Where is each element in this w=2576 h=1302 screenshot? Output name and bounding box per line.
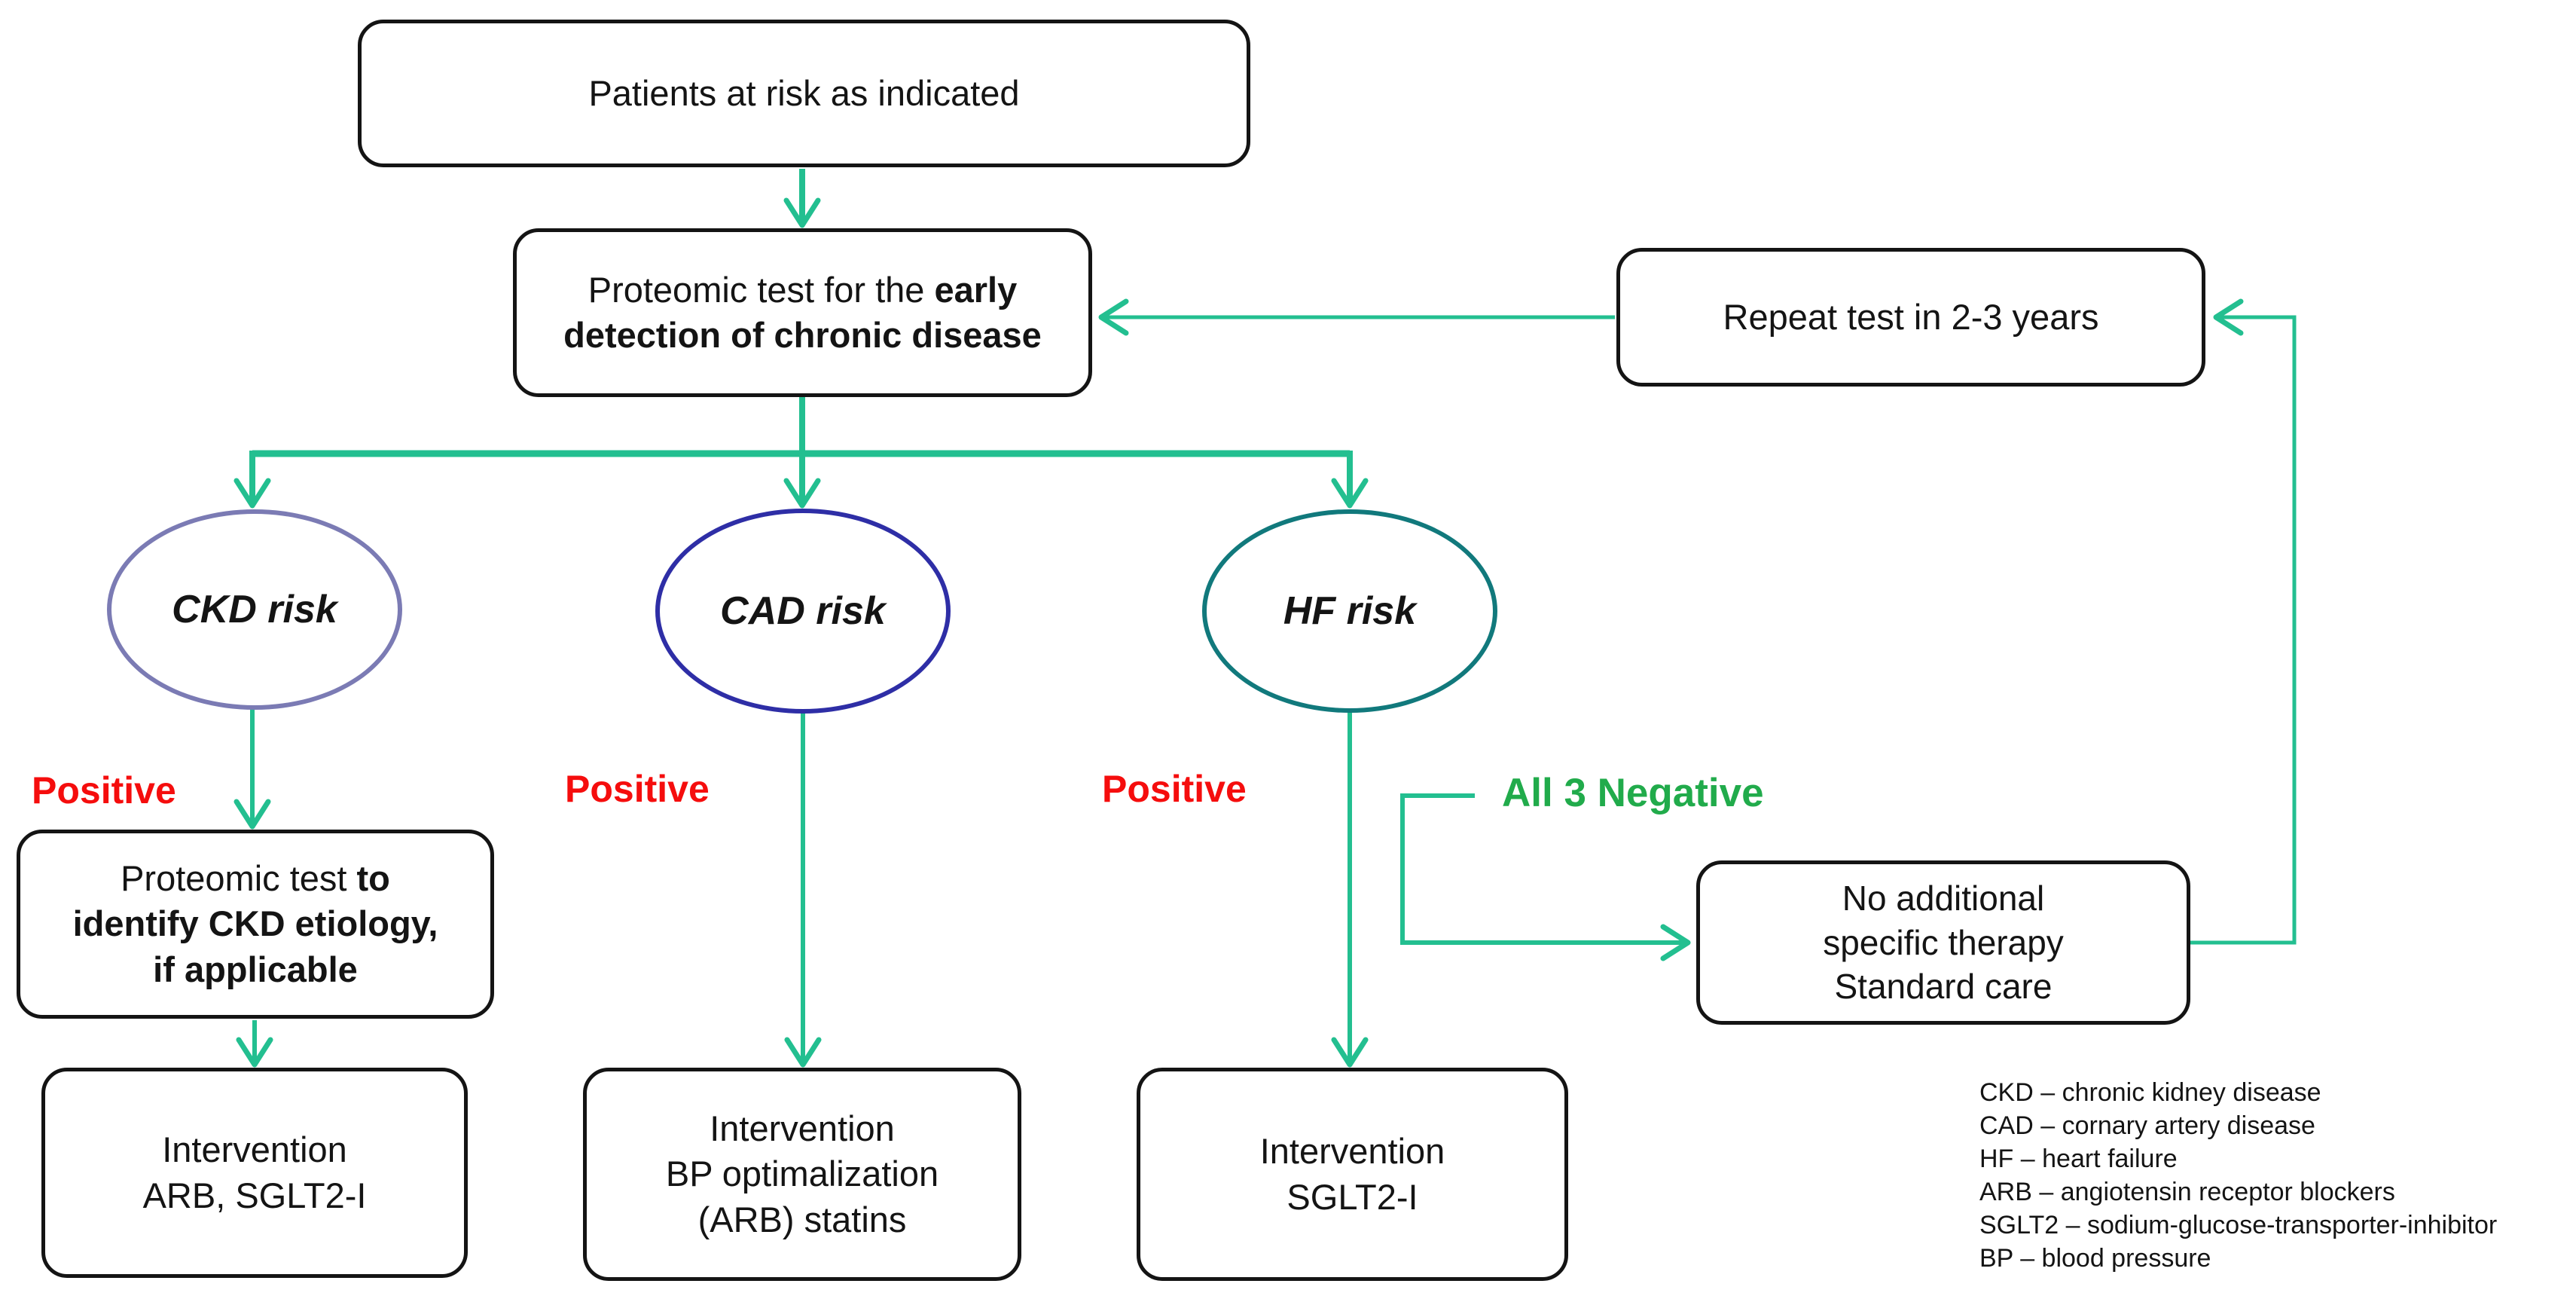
node-cad-label: CAD risk (720, 588, 886, 633)
node-repeat-label: Repeat test in 2-3 years (1723, 296, 2099, 337)
node-proteomic-label: Proteomic test for the early detection o… (550, 267, 1055, 358)
node-ckd-label: CKD risk (172, 587, 337, 631)
arrowhead-intervention-cad-top-icon (784, 1037, 822, 1068)
label-all-3-negative: All 3 Negative (1502, 771, 1764, 815)
arrowhead-ckd-top-icon (233, 478, 271, 509)
edge-no-additional-to-repeat (2190, 315, 2297, 945)
arrowhead-proteomic-top-icon (783, 197, 821, 228)
node-intervention-ckd-label: Intervention ARB, SGLT2-I (142, 1129, 367, 1215)
node-no-additional-therapy: No additional specific therapy Standard … (1696, 860, 2190, 1025)
node-intervention-hf-label: Intervention SGLT2-I (1259, 1131, 1445, 1217)
arrowhead-hf-top-icon (1331, 478, 1369, 509)
node-intervention-cad: Intervention BP optimalization (ARB) sta… (583, 1068, 1021, 1281)
node-cad-risk: CAD risk (655, 509, 951, 714)
abbreviation-legend: CKD – chronic kidney disease CAD – corna… (1979, 1076, 2497, 1275)
node-patients-label: Patients at risk as indicated (588, 72, 1020, 113)
node-intervention-hf: Intervention SGLT2-I (1137, 1068, 1568, 1281)
node-hf-risk: HF risk (1202, 509, 1497, 713)
node-proteomic-test: Proteomic test for the early detection o… (513, 228, 1092, 397)
legend-item-hf: HF – heart failure (1979, 1145, 2178, 1173)
node-proteomic-label-bold: early detection of chronic disease (563, 269, 1042, 355)
node-intervention-cad-label: Intervention BP optimalization (ARB) sta… (665, 1108, 939, 1239)
label-positive-ckd: Positive (32, 769, 176, 811)
node-patients-at-risk: Patients at risk as indicated (358, 20, 1250, 167)
arrowhead-repeat-right-icon (2213, 298, 2244, 336)
legend-item-sglt2: SGLT2 – sodium-glucose-transporter-inhib… (1979, 1211, 2498, 1239)
label-positive-hf: Positive (1102, 768, 1247, 810)
node-etiology-label-regular: Proteomic test (121, 858, 357, 899)
arrowhead-proteomic-right-icon (1098, 298, 1129, 336)
label-positive-cad: Positive (565, 768, 710, 810)
arrowhead-cad-top-icon (783, 478, 821, 509)
arrowhead-intervention-ckd-top-icon (236, 1037, 273, 1068)
node-hf-label: HF risk (1283, 588, 1417, 633)
node-proteomic-label-regular: Proteomic test for the (588, 269, 935, 310)
node-etiology-label-bold: to identify CKD etiology, if applicable (72, 858, 438, 989)
legend-item-cad: CAD – cornary artery disease (1979, 1111, 2315, 1140)
arrowhead-intervention-hf-top-icon (1331, 1037, 1369, 1068)
arrowhead-no-additional-left-icon (1660, 924, 1691, 961)
legend-item-arb: ARB – angiotensin receptor blockers (1979, 1178, 2395, 1206)
node-ckd-risk: CKD risk (107, 509, 402, 710)
node-repeat-test: Repeat test in 2-3 years (1616, 248, 2205, 387)
arrowhead-etiology-top-icon (233, 799, 271, 830)
node-no-additional-label: No additional specific therapy Standard … (1823, 878, 2064, 1007)
node-intervention-ckd: Intervention ARB, SGLT2-I (41, 1068, 468, 1278)
edge-negative-to-no-additional (1400, 793, 1686, 945)
node-proteomic-etiology: Proteomic test to identify CKD etiology,… (17, 830, 494, 1019)
legend-item-ckd: CKD – chronic kidney disease (1979, 1078, 2321, 1107)
legend-item-bp: BP – blood pressure (1979, 1244, 2211, 1273)
node-etiology-label: Proteomic test to identify CKD etiology,… (60, 856, 452, 992)
